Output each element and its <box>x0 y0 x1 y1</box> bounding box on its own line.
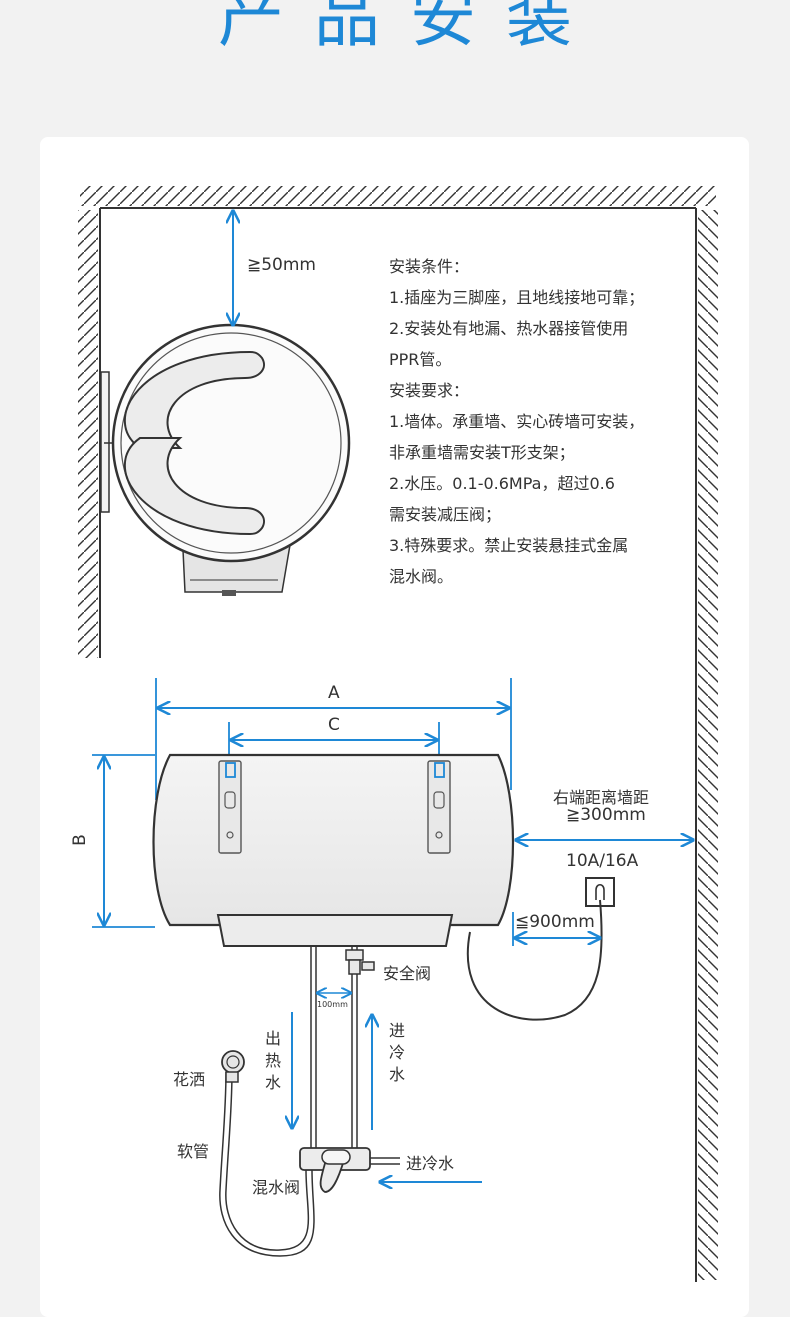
safety-valve-label: 安全阀 <box>383 964 432 983</box>
installation-notes: 安装条件： 1.插座为三脚座，且地线接地可靠； 2.安装处有地漏、热水器接管使用… <box>389 251 689 592</box>
mixing-valve-body <box>299 1147 371 1193</box>
note-line: 安装条件： <box>389 257 470 276</box>
safety-valve <box>345 949 375 975</box>
shower-head-icon <box>221 1050 245 1083</box>
pipe-spacing-label: 100mm <box>317 1000 348 1009</box>
socket-height-arrow <box>512 912 600 946</box>
top-clearance-label: ≧50mm <box>247 255 316 275</box>
socket-height-label: ≦900mm <box>515 912 595 932</box>
note-line: PPR管。 <box>389 350 452 369</box>
dimension-b <box>92 754 155 928</box>
heater-side-view <box>100 323 351 596</box>
hot-water-out-label: 出热水 <box>262 1030 281 1096</box>
cold-water-inlet-label: 进冷水 <box>406 1154 455 1173</box>
dimension-a-label: A <box>328 683 340 703</box>
note-line: 1.墙体。承重墙、实心砖墙可安装， <box>389 412 645 431</box>
note-line: 需安装减压阀； <box>389 505 502 524</box>
note-line: 3.特殊要求。禁止安装悬挂式金属 <box>389 536 629 555</box>
note-line: 非承重墙需安装T形支架； <box>389 443 575 462</box>
page-title: 产品安装 <box>218 0 602 56</box>
installation-card <box>40 137 749 1317</box>
hose-label: 软管 <box>177 1142 210 1161</box>
mixing-valve-label: 混水阀 <box>252 1178 301 1197</box>
dimension-b-label: B <box>69 834 90 846</box>
socket-rating-label: 10A/16A <box>566 851 639 871</box>
shower-label: 花洒 <box>173 1070 206 1089</box>
right-wall <box>695 208 718 1282</box>
left-wall <box>78 208 101 658</box>
power-socket <box>585 877 615 907</box>
right-clearance-label: ≧300mm <box>566 805 646 825</box>
dimension-a <box>155 678 512 800</box>
power-cord <box>466 899 603 1021</box>
shower-hose <box>225 1071 310 1251</box>
note-line: 2.安装处有地漏、热水器接管使用 <box>389 319 629 338</box>
right-clearance-title: 右端距离墙距 <box>553 788 650 807</box>
heater-front-view <box>152 753 515 947</box>
dimension-c-label: C <box>328 715 340 735</box>
note-line: 混水阀。 <box>389 567 454 586</box>
note-line: 1.插座为三脚座，且地线接地可靠； <box>389 288 645 307</box>
ceiling-wall <box>80 186 716 209</box>
note-line: 安装要求： <box>389 381 470 400</box>
cold-water-in-label: 进冷水 <box>386 1022 405 1088</box>
note-line: 2.水压。0.1-0.6MPa，超过0.6 <box>389 474 615 493</box>
